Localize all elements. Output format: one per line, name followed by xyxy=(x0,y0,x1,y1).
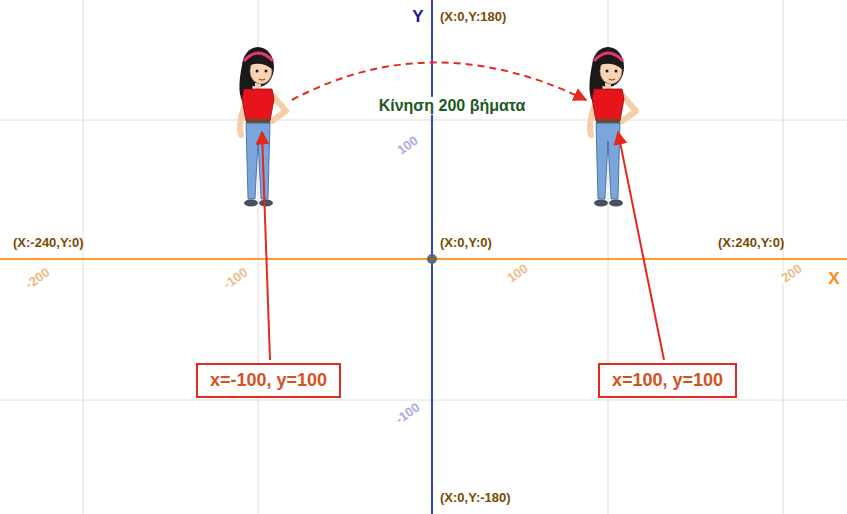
movement-label: Κίνηση 200 βήματα xyxy=(377,97,528,115)
coordinate-box: x=-100, y=100 xyxy=(196,363,341,398)
coordinate-label: (X:0,Y:-180) xyxy=(440,491,511,506)
tick-label: -200 xyxy=(21,264,54,293)
coordinate-label: (X:0,Y:180) xyxy=(440,10,506,25)
tick-label: 200 xyxy=(777,261,807,288)
x-axis xyxy=(0,258,847,260)
girl-sprite-left xyxy=(239,47,286,207)
coordinate-text: x=100, y=100 xyxy=(612,369,723,392)
coordinate-box: x=100, y=100 xyxy=(598,363,737,398)
coordinate-label: (X:0,Y:0) xyxy=(440,236,492,251)
coordinate-text: x=-100, y=100 xyxy=(210,369,327,392)
leader-line xyxy=(618,132,664,360)
tick-label: -100 xyxy=(219,264,252,293)
tick-label: -100 xyxy=(391,399,424,428)
origin-dot xyxy=(427,254,437,264)
movement-arrow xyxy=(292,63,586,101)
tick-label: 100 xyxy=(393,133,423,160)
axis-name: X xyxy=(828,269,839,289)
tick-label: 100 xyxy=(503,261,533,288)
axis-name: Y xyxy=(412,7,423,27)
coordinate-label: (X:240,Y:0) xyxy=(718,236,784,251)
coordinate-label: (X:-240,Y:0) xyxy=(13,236,84,251)
leader-line xyxy=(262,132,270,360)
